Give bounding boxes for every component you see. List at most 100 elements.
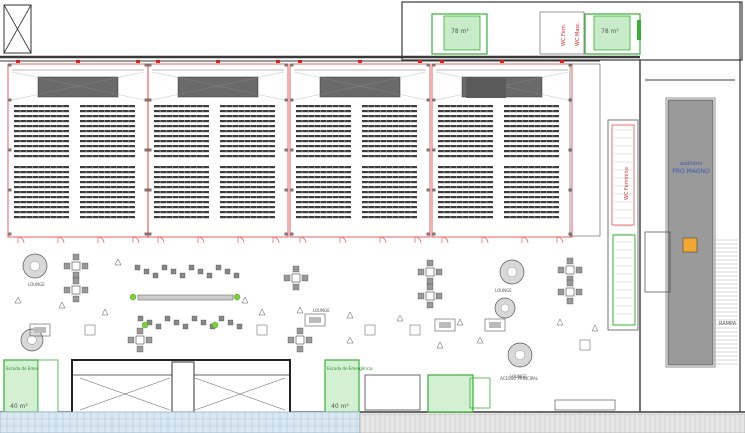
seat-row: [154, 150, 209, 153]
seat-row: [14, 110, 69, 113]
central-lounge: [129, 264, 243, 330]
seat-row: [220, 150, 275, 153]
auditorium-room: [147, 60, 289, 244]
plant-marker: [396, 314, 404, 322]
seat-row: [504, 211, 559, 214]
seat-row: [220, 105, 275, 108]
seat-row: [296, 166, 351, 169]
side-corridor: WC Feminino: [607, 119, 639, 331]
lounge-mid-label: LOUNGE: [313, 308, 330, 313]
escada-left-label: Escada de Emergência: [6, 366, 52, 371]
seat-row: [296, 110, 351, 113]
plant-marker: [346, 311, 354, 319]
seat-row: [296, 150, 351, 153]
info-panel: [409, 324, 421, 336]
seat-row: [14, 216, 69, 219]
seat-row: [14, 145, 69, 148]
seat-row: [14, 140, 69, 143]
seat-row: [438, 206, 493, 209]
table-cluster: [63, 277, 89, 303]
seat-row: [296, 181, 351, 184]
seat-row: [296, 155, 351, 158]
seat-row: [154, 120, 209, 123]
seat-row: [154, 166, 209, 169]
seat-row: [438, 201, 493, 204]
seat-row: [80, 186, 135, 189]
seat-row: [14, 201, 69, 204]
seat-row: [362, 135, 417, 138]
seat-row: [438, 115, 493, 118]
hall-sub: auditório: [680, 160, 702, 167]
seat-row: [80, 125, 135, 128]
seat-row: [438, 176, 493, 179]
seat-row: [504, 120, 559, 123]
wc-side-label: WC Feminino: [624, 167, 630, 200]
seat-row: [154, 140, 209, 143]
info-panel: [364, 324, 376, 336]
seat-row: [80, 206, 135, 209]
seat-row: [80, 110, 135, 113]
seat-row: [14, 186, 69, 189]
seat-row: [80, 211, 135, 214]
seat-row: [438, 140, 493, 143]
seat-row: [504, 201, 559, 204]
seat-row: [80, 191, 135, 194]
seat-row: [362, 105, 417, 108]
seat-row: [14, 171, 69, 174]
seat-row: [296, 125, 351, 128]
table-cluster: [283, 265, 309, 291]
seat-row: [504, 110, 559, 113]
seat-row: [220, 206, 275, 209]
seat-row: [14, 150, 69, 153]
seat-row: [14, 120, 69, 123]
seat-row: [296, 176, 351, 179]
seat-row: [296, 196, 351, 199]
seat-row: [80, 105, 135, 108]
seat-row: [296, 191, 351, 194]
seat-row: [362, 191, 417, 194]
seat-row: [438, 186, 493, 189]
wc-fem-label: WC Fem.: [561, 23, 567, 46]
seat-row: [362, 196, 417, 199]
seat-row: [14, 130, 69, 133]
lounge-bottom-label: LOUNGE: [510, 374, 527, 379]
hall-title: PRO MAGNO: [672, 168, 710, 175]
lounge-right-label: LOUNGE: [495, 288, 512, 293]
seat-row: [14, 125, 69, 128]
plant-marker: [58, 301, 66, 309]
seat-row: [438, 125, 493, 128]
grid-floor-right: [359, 413, 745, 433]
seat-row: [220, 166, 275, 169]
seat-row: [362, 110, 417, 113]
lounge-sofa: [304, 313, 326, 327]
seat-row: [220, 110, 275, 113]
table-cluster: [417, 283, 443, 309]
seat-row: [80, 145, 135, 148]
seat-row: [504, 115, 559, 118]
seat-row: [438, 171, 493, 174]
seat-row: [296, 120, 351, 123]
seat-row: [14, 181, 69, 184]
bottom-structures: Escada de Emergência 40 m² Escada de Eme…: [0, 359, 745, 433]
seat-row: [362, 181, 417, 184]
acesso-label: ACESSO PRINCIPAL: [500, 376, 539, 381]
seat-row: [504, 216, 559, 219]
seat-row: [504, 196, 559, 199]
seat-row: [154, 145, 209, 148]
seat-row: [296, 201, 351, 204]
seat-row: [504, 105, 559, 108]
seat-row: [438, 105, 493, 108]
seat-row: [438, 191, 493, 194]
seat-row: [14, 206, 69, 209]
seat-row: [220, 216, 275, 219]
seat-row: [80, 166, 135, 169]
seat-row: [154, 186, 209, 189]
seat-row: [220, 120, 275, 123]
table-cluster: [557, 279, 583, 305]
seat-row: [154, 155, 209, 158]
seat-row: [154, 125, 209, 128]
seat-row: [296, 135, 351, 138]
seat-row: [504, 145, 559, 148]
seat-row: [154, 216, 209, 219]
seat-row: [438, 150, 493, 153]
